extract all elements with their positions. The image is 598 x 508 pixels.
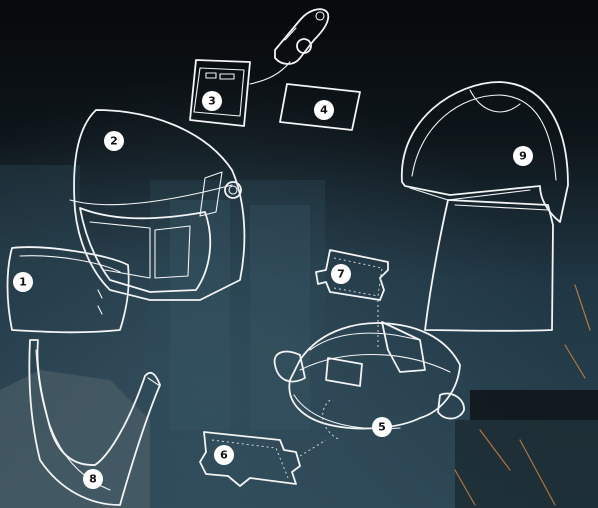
svg-text:1: 1 bbox=[19, 276, 27, 289]
callout-3: 3 bbox=[202, 91, 222, 111]
callout-4: 4 bbox=[314, 100, 334, 120]
svg-text:2: 2 bbox=[110, 135, 118, 148]
svg-text:3: 3 bbox=[208, 95, 216, 108]
svg-text:6: 6 bbox=[220, 449, 228, 462]
svg-text:9: 9 bbox=[519, 150, 527, 163]
callout-2: 2 bbox=[104, 131, 124, 151]
svg-text:7: 7 bbox=[337, 268, 345, 281]
callout-7: 7 bbox=[331, 264, 351, 284]
svg-text:5: 5 bbox=[378, 421, 386, 434]
callout-9: 9 bbox=[513, 146, 533, 166]
callout-1: 1 bbox=[13, 272, 33, 292]
callout-5: 5 bbox=[372, 417, 392, 437]
svg-text:8: 8 bbox=[89, 473, 97, 486]
callout-6: 6 bbox=[214, 445, 234, 465]
svg-text:4: 4 bbox=[320, 104, 328, 117]
callout-8: 8 bbox=[83, 469, 103, 489]
